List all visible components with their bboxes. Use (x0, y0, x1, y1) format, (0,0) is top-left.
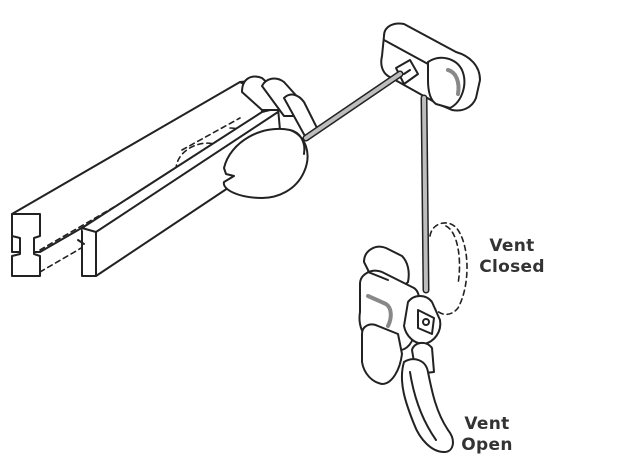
vent-closed-line1: Vent (489, 236, 535, 256)
cable-horizontal (302, 70, 404, 142)
vent-open-label: Vent Open (452, 414, 522, 456)
pulley-housing (380, 22, 481, 112)
lever-open-position (400, 358, 454, 453)
channel-end-cap (11, 213, 41, 277)
vent-closed-label: Vent Closed (472, 236, 552, 278)
vent-closed-line2: Closed (479, 257, 545, 277)
vent-open-line2: Open (461, 435, 513, 455)
gripper-jaw (222, 127, 309, 199)
cable-vertical (420, 94, 430, 294)
lever-closed-position (429, 222, 468, 316)
rail-tabs (241, 75, 319, 139)
lever-pivot (403, 295, 442, 375)
vent-open-line1: Vent (464, 414, 510, 434)
